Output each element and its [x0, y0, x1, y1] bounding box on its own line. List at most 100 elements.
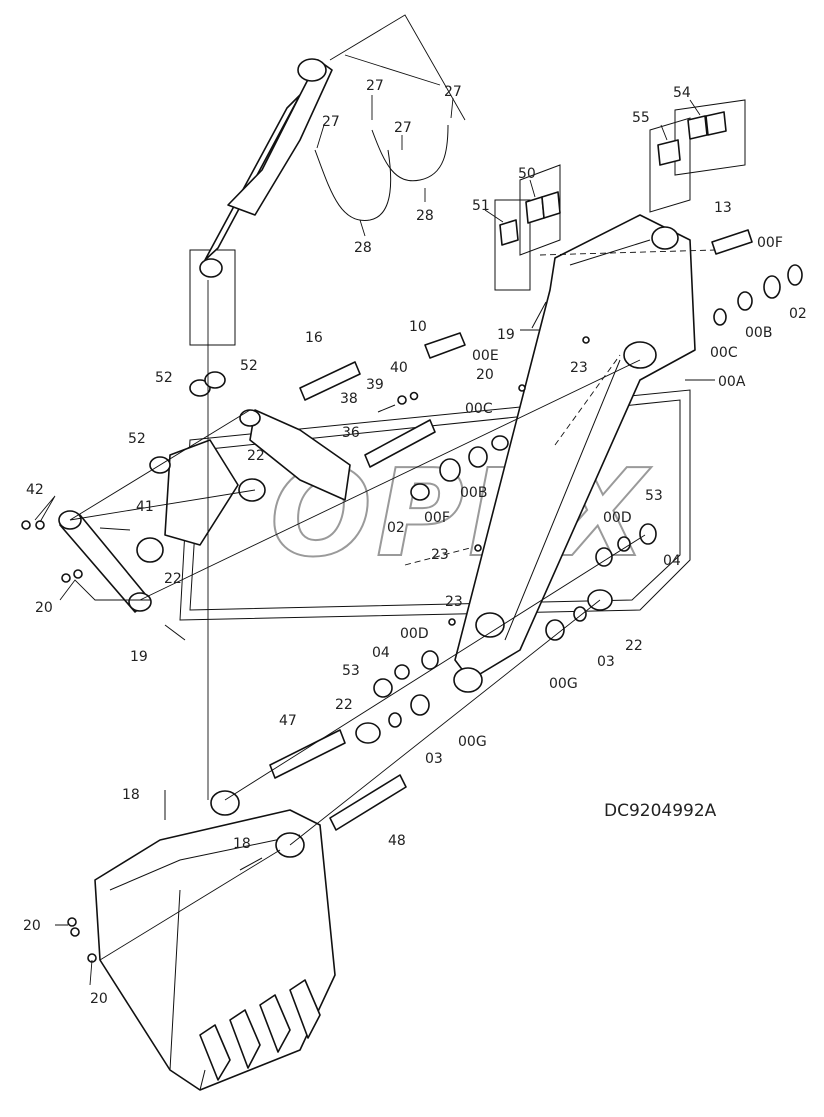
pin-36	[364, 419, 436, 468]
ring-22-upper	[238, 478, 266, 502]
callouts: 27 27 27 27 28 28 55 54 50 51 13 00F 02 …	[23, 78, 807, 1007]
arm-top-boss	[651, 226, 679, 250]
hose-28-left	[314, 149, 392, 221]
callout-00D-left: 00D	[400, 626, 429, 642]
fitting-23-top	[582, 336, 590, 344]
nut-20-bucket-b	[70, 927, 80, 937]
leaders-20-bucket	[55, 924, 93, 986]
callout-22-b: 22	[164, 571, 182, 587]
nut-20-bucket-a	[67, 917, 77, 927]
callout-53-b: 53	[342, 663, 360, 679]
callout-00E: 00E	[472, 348, 499, 364]
shim-box-54	[674, 99, 746, 176]
link-bar-eye-bottom	[128, 592, 152, 612]
nut-42a	[21, 520, 31, 530]
link-plate-right	[249, 409, 351, 501]
callout-00C-mid: 00C	[465, 401, 493, 417]
line-bucket-nut	[99, 849, 281, 961]
callout-39: 39	[366, 377, 384, 393]
callout-13: 13	[714, 200, 732, 216]
cylinder-rod-eye	[199, 258, 223, 278]
callout-27-d: 27	[394, 120, 412, 136]
shims	[499, 111, 727, 246]
pin-16	[299, 361, 361, 401]
callout-55: 55	[632, 110, 650, 126]
callout-54: 54	[673, 85, 691, 101]
fitting-23-mid	[474, 544, 482, 552]
callout-41: 41	[136, 499, 154, 515]
pin-48	[329, 774, 407, 831]
ring-04-right	[617, 536, 631, 552]
links	[58, 409, 351, 613]
callout-02-mid: 02	[387, 520, 405, 536]
nut-40	[409, 391, 419, 401]
callout-18-a: 18	[122, 787, 140, 803]
callout-02-top: 02	[789, 306, 807, 322]
nut-20-left-a	[61, 573, 71, 583]
dash-mid	[404, 547, 471, 566]
washer-39	[397, 395, 407, 405]
hardware	[21, 301, 590, 963]
callout-18-b: 18	[233, 836, 251, 852]
callout-16: 16	[305, 330, 323, 346]
line-bucket-pins	[224, 534, 646, 846]
ring-52-right	[239, 409, 261, 427]
callout-20-a: 20	[476, 367, 494, 383]
callout-10: 10	[409, 319, 427, 335]
shim-50a	[525, 196, 545, 224]
arm-assembly	[453, 214, 696, 693]
leaders-20-left	[59, 579, 150, 601]
callout-20-c: 20	[23, 918, 41, 934]
callout-28-b: 28	[416, 208, 434, 224]
ring-03-right	[573, 606, 587, 622]
bushing-00G-right	[545, 619, 565, 641]
leaders-50-51	[484, 179, 536, 223]
nut-42b	[35, 520, 45, 530]
cylinder-barrel	[227, 59, 333, 216]
callout-00B-mid: 00B	[460, 485, 487, 501]
callout-42: 42	[26, 482, 44, 498]
shim-box-51	[494, 199, 531, 291]
cylinder-rod-box	[189, 249, 236, 346]
pin-10	[424, 332, 466, 359]
callout-28-a: 28	[354, 240, 372, 256]
callout-00G-right: 00G	[549, 676, 578, 692]
bushing-00F-top	[763, 275, 781, 299]
bolt-19-bottom	[164, 624, 186, 641]
callout-50: 50	[518, 166, 536, 182]
ring-02-mid	[410, 483, 430, 501]
assembly-lines	[69, 14, 716, 961]
callout-20-b: 20	[35, 600, 53, 616]
callout-00C-top: 00C	[710, 345, 738, 361]
callout-00G-left: 00G	[458, 734, 487, 750]
callout-19-b: 19	[130, 649, 148, 665]
callout-52-b: 52	[240, 358, 258, 374]
bushing-00F-mid	[439, 458, 461, 482]
shim-box-55	[649, 117, 691, 213]
shim-50b	[541, 191, 561, 219]
fitting-23-low	[448, 618, 456, 626]
tooth-1	[199, 1024, 231, 1081]
callout-00A: 00A	[718, 374, 746, 390]
bolt-19-top	[531, 301, 547, 329]
callout-47: 47	[279, 713, 297, 729]
callout-00B-top: 00B	[745, 325, 772, 341]
arm-middle-boss	[623, 341, 657, 369]
bushing-00B-top	[737, 291, 753, 311]
callout-51: 51	[472, 198, 490, 214]
rings	[136, 264, 803, 744]
leaders	[34, 95, 715, 986]
callout-23-c: 23	[445, 594, 463, 610]
washer-53-right	[639, 523, 657, 545]
line-link-pins	[69, 359, 641, 601]
callout-00D-right: 00D	[603, 510, 632, 526]
callout-03-a: 03	[597, 654, 615, 670]
link-plate-left	[164, 439, 239, 546]
callout-04-a: 04	[663, 553, 681, 569]
nut-20-left-b	[73, 569, 83, 579]
nut-20-top	[518, 384, 526, 392]
hose-28-right	[371, 124, 449, 182]
callout-22-d: 22	[335, 697, 353, 713]
callout-40: 40	[390, 360, 408, 376]
